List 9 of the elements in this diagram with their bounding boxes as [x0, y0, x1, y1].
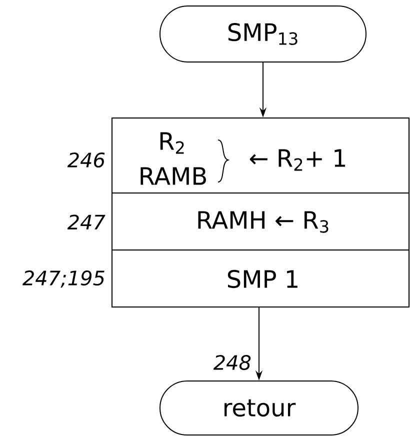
line-number: 247;195 [22, 270, 104, 288]
edge-label: 248 [213, 354, 251, 370]
process-box: RAMH ← R$_{3}$ [112, 192, 410, 250]
process-box: R$_{2}$ RAMB ← R$_{2}$+ 1 [112, 118, 410, 194]
terminal-box: retour [160, 380, 358, 436]
line-number: 246 [67, 152, 105, 168]
terminal-box: SMP$_{13}$ [160, 6, 366, 62]
process-box: SMP 1 [112, 250, 410, 308]
line-number: 247 [67, 214, 106, 230]
